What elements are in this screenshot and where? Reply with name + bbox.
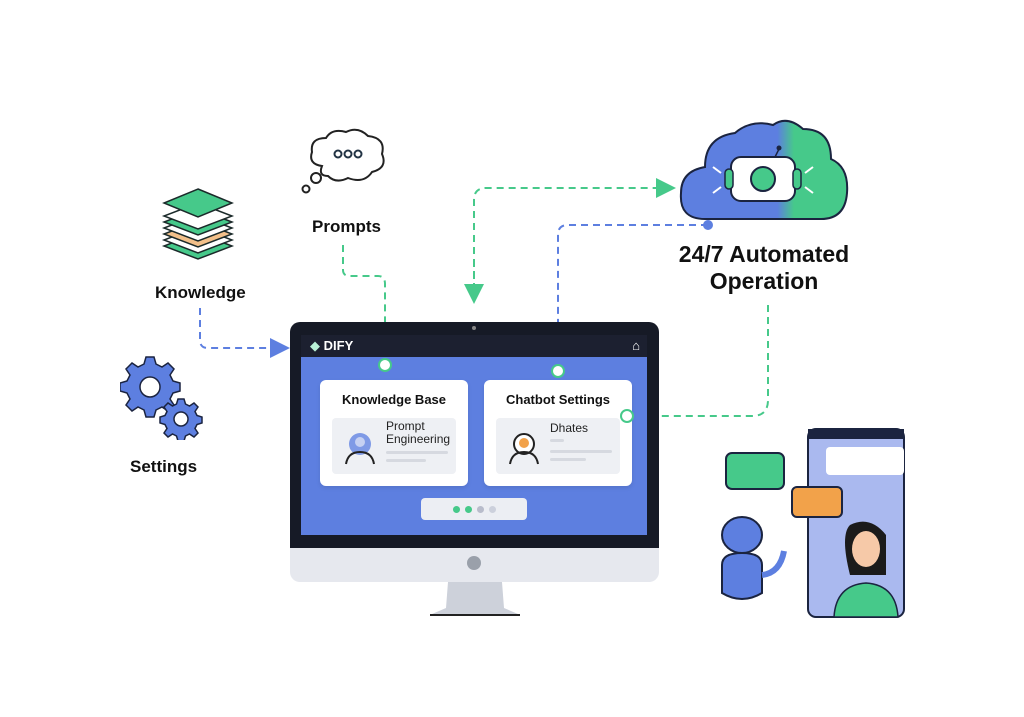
camera-dot [472, 326, 476, 330]
automated-operation-label: 24/7 Automated Operation [668, 241, 860, 295]
pagination [421, 498, 527, 520]
inner-text-line1: Prompt [386, 419, 425, 433]
phone-message-bubble [826, 447, 904, 475]
gears-icon [120, 356, 203, 440]
automated-label-line2: Operation [709, 268, 819, 294]
settings-label: Settings [130, 457, 198, 476]
chin-logo [467, 556, 481, 570]
placeholder-bar [550, 439, 564, 442]
prompts-label: Prompts [312, 217, 381, 236]
cloud-blue-connector [557, 224, 708, 368]
user-avatar-icon [509, 433, 539, 465]
cloud-anchor-dot [703, 220, 713, 230]
home-icon[interactable]: ⌂ [632, 338, 640, 353]
placeholder-bar [386, 451, 448, 454]
monitor-stand [430, 582, 520, 616]
dify-logo-icon: ◆ [310, 338, 320, 353]
pager-dot-2[interactable] [465, 506, 472, 513]
operation-connector [630, 305, 769, 417]
monitor-chin [290, 548, 659, 582]
pager-dot-4[interactable] [489, 506, 496, 513]
thought-bubble-icon [301, 128, 385, 194]
card-inner: Prompt Engineering [332, 418, 456, 474]
card-inner: Dhates [496, 418, 620, 474]
card-title: Chatbot Settings [506, 392, 610, 407]
app-titlebar: ◆ DIFY ⌂ [301, 335, 647, 357]
pager-dot-3[interactable] [477, 506, 484, 513]
app-brand[interactable]: ◆ DIFY [310, 338, 353, 354]
chat-scene-illustration [721, 428, 905, 618]
placeholder-bar [550, 450, 612, 453]
robot [721, 516, 787, 600]
card-title: Knowledge Base [341, 392, 447, 407]
automated-label-line1: 24/7 Automated [678, 241, 850, 267]
monitor-bezel: ◆ DIFY ⌂ Knowledge Base Prompt Engineeri… [290, 322, 659, 548]
monitor: ◆ DIFY ⌂ Knowledge Base Prompt Engineeri… [290, 322, 659, 616]
knowledge-base-card[interactable]: Knowledge Base Prompt Engineering [320, 380, 468, 486]
layers-icon [161, 188, 235, 260]
placeholder-bar [386, 459, 426, 462]
green-speech-bubble [725, 452, 785, 490]
brand-text: DIFY [323, 338, 354, 353]
app-screen: ◆ DIFY ⌂ Knowledge Base Prompt Engineeri… [301, 335, 647, 535]
placeholder-bar [550, 458, 586, 461]
prompts-connector [342, 245, 386, 362]
user-avatar-icon [345, 433, 375, 465]
chatbot-settings-card[interactable]: Chatbot Settings Dhates [484, 380, 632, 486]
cloud-green-connector [473, 178, 676, 290]
cloud-robot-icon [679, 119, 849, 220]
pager-dot-1[interactable] [453, 506, 460, 513]
woman [833, 521, 899, 618]
orange-speech-bubble [791, 486, 843, 518]
knowledge-connector [199, 308, 290, 358]
inner-text-line2: Engineering [386, 432, 451, 446]
knowledge-label: Knowledge [155, 283, 246, 302]
inner-text-line1: Dhates [550, 421, 589, 435]
